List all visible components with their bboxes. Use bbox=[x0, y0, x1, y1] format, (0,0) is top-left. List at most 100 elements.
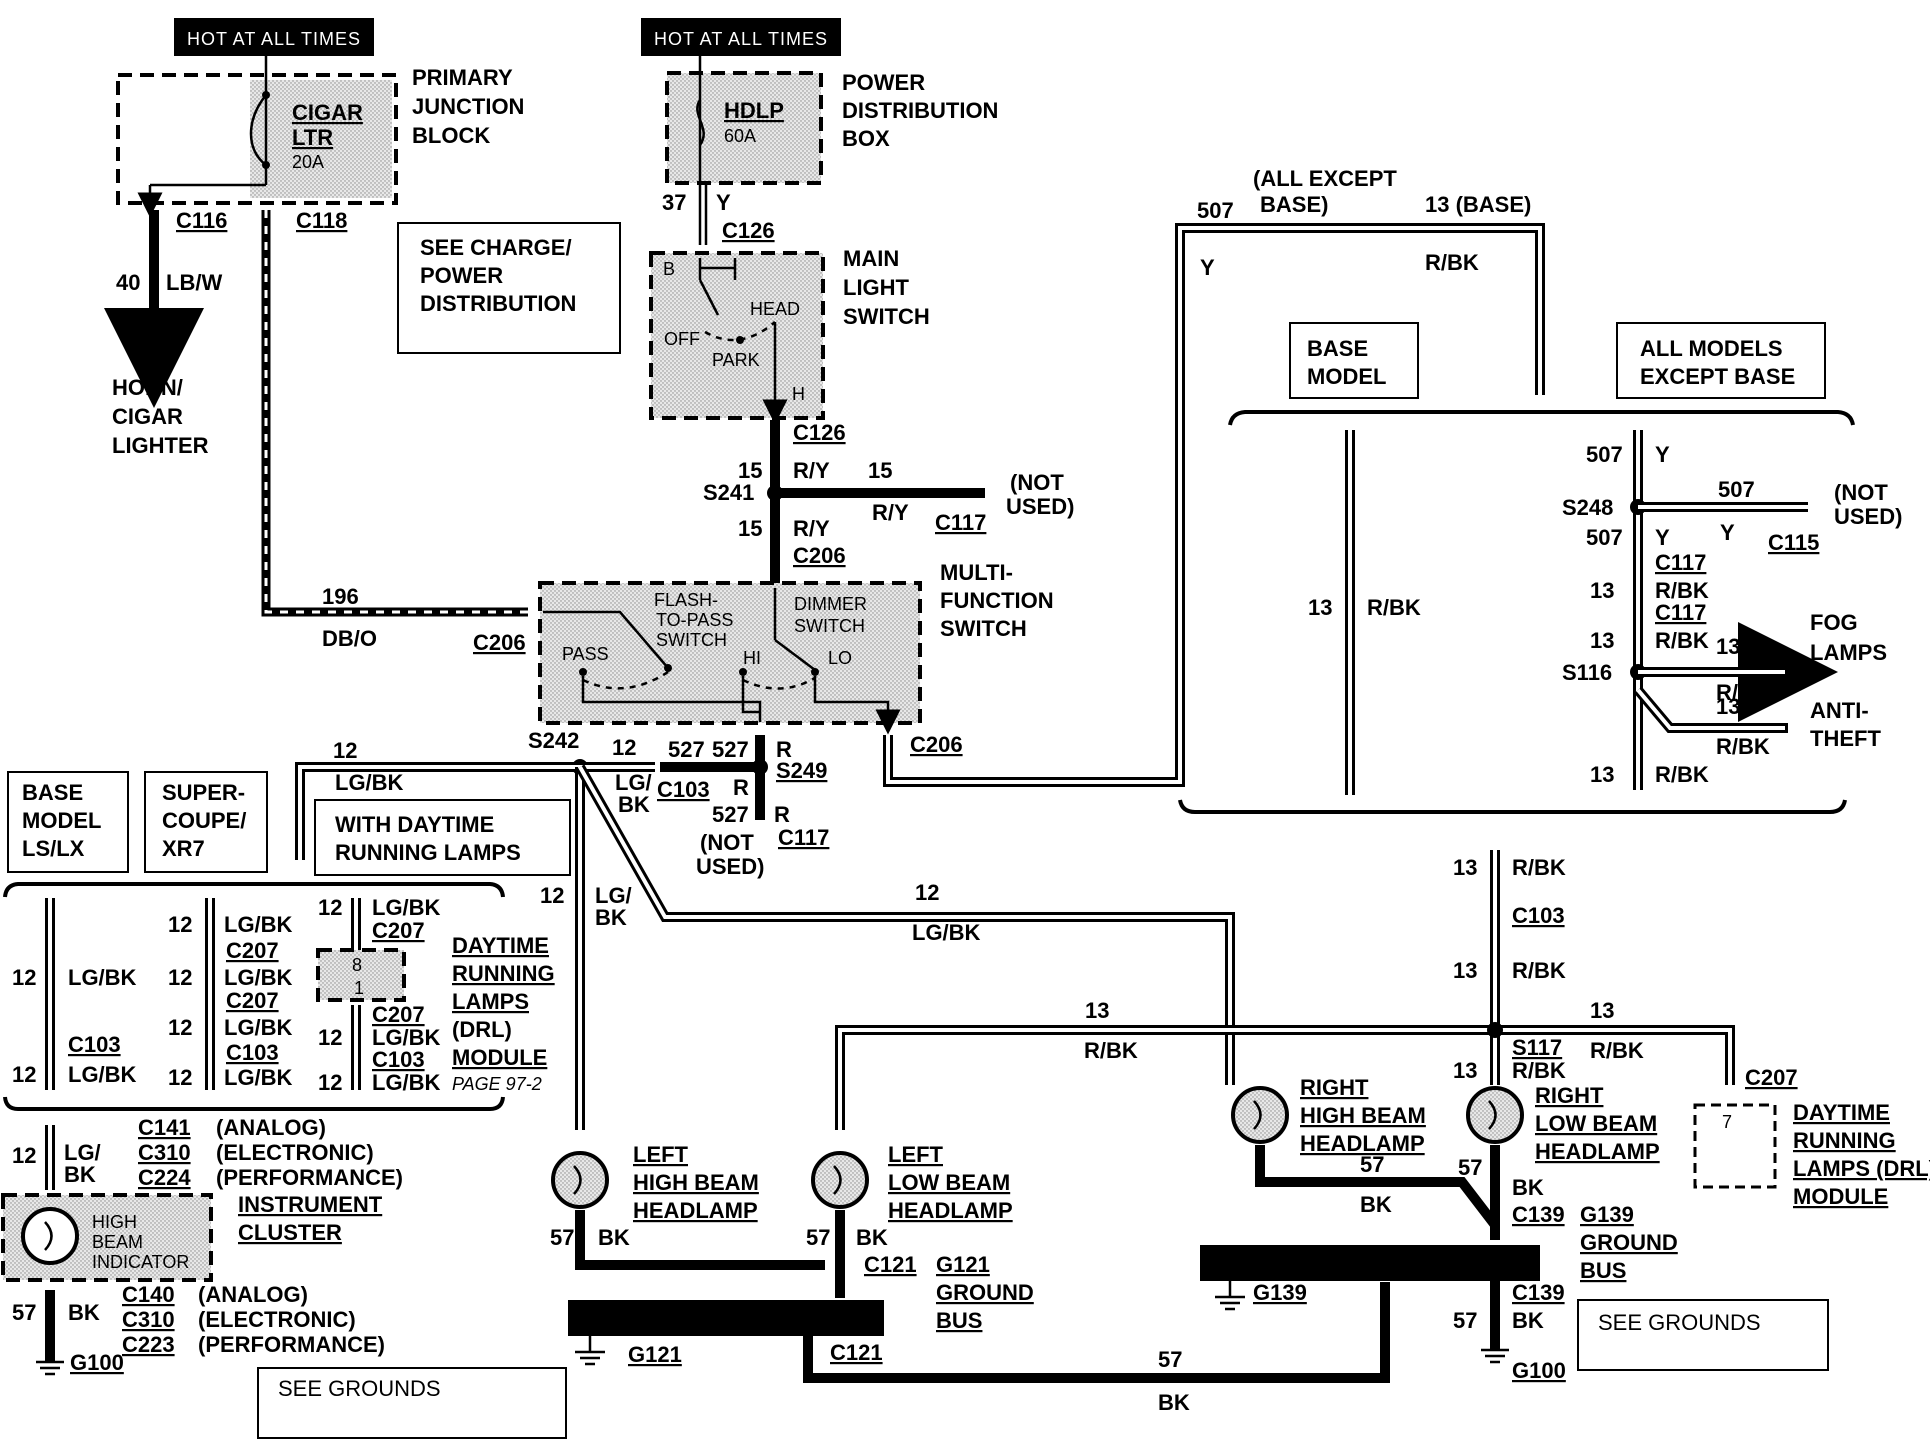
right-high-beam-headlamp: RIGHT HIGH BEAM HEADLAMP 57 BK bbox=[1231, 1075, 1499, 1229]
svg-text:BK: BK bbox=[856, 1225, 888, 1250]
svg-text:13: 13 bbox=[1085, 998, 1109, 1023]
left-bracket-top bbox=[3, 882, 505, 898]
pdb-conn: C126 bbox=[722, 218, 775, 243]
svg-text:GROUND: GROUND bbox=[936, 1280, 1034, 1305]
horn-dest-2: CIGAR bbox=[112, 404, 183, 429]
svg-text:BASE: BASE bbox=[1307, 336, 1368, 361]
pdb-title-3: BOX bbox=[842, 126, 890, 151]
svg-text:BK: BK bbox=[64, 1162, 96, 1187]
svg-text:S242: S242 bbox=[528, 728, 579, 753]
svg-text:INSTRUMENT: INSTRUMENT bbox=[238, 1192, 383, 1217]
svg-text:LG/BK: LG/BK bbox=[335, 770, 404, 795]
svg-text:C207: C207 bbox=[226, 938, 279, 963]
route-13-base: 13 (BASE) bbox=[1425, 192, 1531, 217]
svg-text:C140: C140 bbox=[122, 1282, 175, 1307]
svg-text:HEADLAMP: HEADLAMP bbox=[1535, 1139, 1660, 1164]
svg-text:DIMMER: DIMMER bbox=[794, 594, 867, 614]
svg-text:12: 12 bbox=[12, 965, 36, 990]
svg-text:BK: BK bbox=[1512, 1175, 1544, 1200]
svg-text:BK: BK bbox=[1158, 1390, 1190, 1415]
svg-text:R/BK: R/BK bbox=[1716, 734, 1770, 759]
svg-text:507: 507 bbox=[1586, 525, 1623, 550]
svg-text:LG/BK: LG/BK bbox=[224, 1015, 293, 1040]
svg-text:12: 12 bbox=[318, 1025, 342, 1050]
svg-text:(PERFORMANCE): (PERFORMANCE) bbox=[198, 1332, 385, 1357]
svg-text:DISTRIBUTION: DISTRIBUTION bbox=[420, 291, 576, 316]
svg-text:LG/BK: LG/BK bbox=[224, 1065, 293, 1090]
svg-text:SEE CHARGE/: SEE CHARGE/ bbox=[420, 235, 572, 260]
svg-text:R/BK: R/BK bbox=[1512, 958, 1566, 983]
svg-text:BK: BK bbox=[1360, 1192, 1392, 1217]
instrument-cluster: 12 LG/ BK C141 C310 C224 (ANALOG) (ELECT… bbox=[1, 1115, 403, 1376]
svg-text:R/BK: R/BK bbox=[1512, 855, 1566, 880]
variant-bracket-top bbox=[1228, 410, 1855, 426]
svg-text:TO-PASS: TO-PASS bbox=[656, 610, 733, 630]
svg-text:HIGH BEAM: HIGH BEAM bbox=[633, 1170, 759, 1195]
svg-text:(PERFORMANCE): (PERFORMANCE) bbox=[216, 1165, 403, 1190]
svg-text:MODEL: MODEL bbox=[1307, 364, 1386, 389]
svg-text:C103: C103 bbox=[1512, 903, 1565, 928]
svg-text:C141: C141 bbox=[138, 1115, 191, 1140]
svg-text:C207: C207 bbox=[372, 1002, 425, 1027]
svg-text:G121: G121 bbox=[628, 1342, 682, 1367]
svg-text:C310: C310 bbox=[122, 1307, 175, 1332]
wire-13-rbk: 13 R/BK bbox=[1084, 998, 1735, 1085]
svg-text:LG/BK: LG/BK bbox=[372, 1070, 441, 1095]
svg-text:LAMPS: LAMPS bbox=[452, 989, 529, 1014]
svg-text:LOW BEAM: LOW BEAM bbox=[1535, 1111, 1657, 1136]
svg-text:57: 57 bbox=[806, 1225, 830, 1250]
svg-text:HEADLAMP: HEADLAMP bbox=[1300, 1131, 1425, 1156]
svg-text:R: R bbox=[733, 775, 749, 800]
svg-text:G139: G139 bbox=[1253, 1280, 1307, 1305]
s241-section: C126 15 R/Y S241 15 R/Y C117 (NOT USED) … bbox=[703, 420, 1074, 585]
svg-text:EXCEPT BASE: EXCEPT BASE bbox=[1640, 364, 1795, 389]
svg-text:(ELECTRONIC): (ELECTRONIC) bbox=[216, 1140, 374, 1165]
left-base-column: 12 LG/BK C103 12 LG/BK bbox=[12, 898, 137, 1090]
left-drl-column: 12 LG/BK C207 8 1 C207 12 LG/BK C103 12 … bbox=[316, 895, 555, 1095]
s241-down-conn: C206 bbox=[793, 543, 846, 568]
svg-text:Y: Y bbox=[1655, 442, 1670, 467]
s241-not-used-1: (NOT bbox=[1010, 470, 1064, 495]
svg-text:R/BK: R/BK bbox=[1512, 1058, 1566, 1083]
svg-text:HEADLAMP: HEADLAMP bbox=[888, 1198, 1013, 1223]
s241-branch-conn: C117 bbox=[935, 510, 986, 535]
s241-not-used-2: USED) bbox=[1006, 494, 1074, 519]
svg-text:13: 13 bbox=[1716, 694, 1740, 719]
svg-text:12: 12 bbox=[168, 965, 192, 990]
svg-text:LS/LX: LS/LX bbox=[22, 836, 85, 861]
cigar-fuse-name-1: CIGAR bbox=[292, 100, 363, 125]
svg-text:R/BK: R/BK bbox=[1655, 762, 1709, 787]
svg-text:LG/BK: LG/BK bbox=[372, 1025, 441, 1050]
svg-text:13: 13 bbox=[1716, 634, 1740, 659]
svg-text:OFF: OFF bbox=[664, 329, 700, 349]
s241-branch-circuit: 15 bbox=[868, 458, 892, 483]
pjb-conn-c116: C116 bbox=[176, 208, 227, 233]
ground-g100-right-icon bbox=[1481, 1348, 1509, 1364]
svg-text:C117: C117 bbox=[778, 825, 829, 850]
svg-text:(ANALOG): (ANALOG) bbox=[216, 1115, 326, 1140]
all-models-section: 507 Y S248 507 Y C115 (NOT USED) 507 Y C… bbox=[1562, 430, 1902, 790]
svg-text:ALL MODELS: ALL MODELS bbox=[1640, 336, 1783, 361]
svg-text:SWITCH: SWITCH bbox=[794, 616, 865, 636]
base-model-box: BASE MODEL bbox=[1289, 322, 1419, 399]
svg-text:527: 527 bbox=[712, 737, 749, 762]
svg-text:C139: C139 bbox=[1512, 1202, 1565, 1227]
g139-ground-bus: C139 G139 GROUND BUS G139 C139 57 BK G10… bbox=[1200, 1202, 1678, 1383]
svg-text:13: 13 bbox=[1453, 855, 1477, 880]
svg-text:13: 13 bbox=[1308, 595, 1332, 620]
svg-text:12: 12 bbox=[12, 1143, 36, 1168]
svg-text:C103: C103 bbox=[657, 777, 710, 802]
svg-text:C139: C139 bbox=[1512, 1280, 1565, 1305]
svg-text:HEADLAMP: HEADLAMP bbox=[633, 1198, 758, 1223]
s241-circuit: 15 bbox=[738, 458, 762, 483]
route-all-except-2: BASE) bbox=[1260, 192, 1328, 217]
svg-text:LG/BK: LG/BK bbox=[372, 895, 441, 920]
svg-text:WITH DAYTIME: WITH DAYTIME bbox=[335, 812, 494, 837]
left-super-column: 12 LG/BK C207 12 LG/BK C207 12 LG/BK C10… bbox=[168, 898, 293, 1090]
svg-text:BK: BK bbox=[1512, 1308, 1544, 1333]
svg-text:R: R bbox=[774, 802, 790, 827]
svg-text:DAYTIME: DAYTIME bbox=[1793, 1100, 1890, 1125]
all-models-box: ALL MODELS EXCEPT BASE bbox=[1616, 322, 1826, 399]
base-model-wire: 13 R/BK bbox=[1308, 430, 1421, 795]
see-charge-box: SEE CHARGE/ POWER DISTRIBUTION bbox=[397, 222, 621, 354]
